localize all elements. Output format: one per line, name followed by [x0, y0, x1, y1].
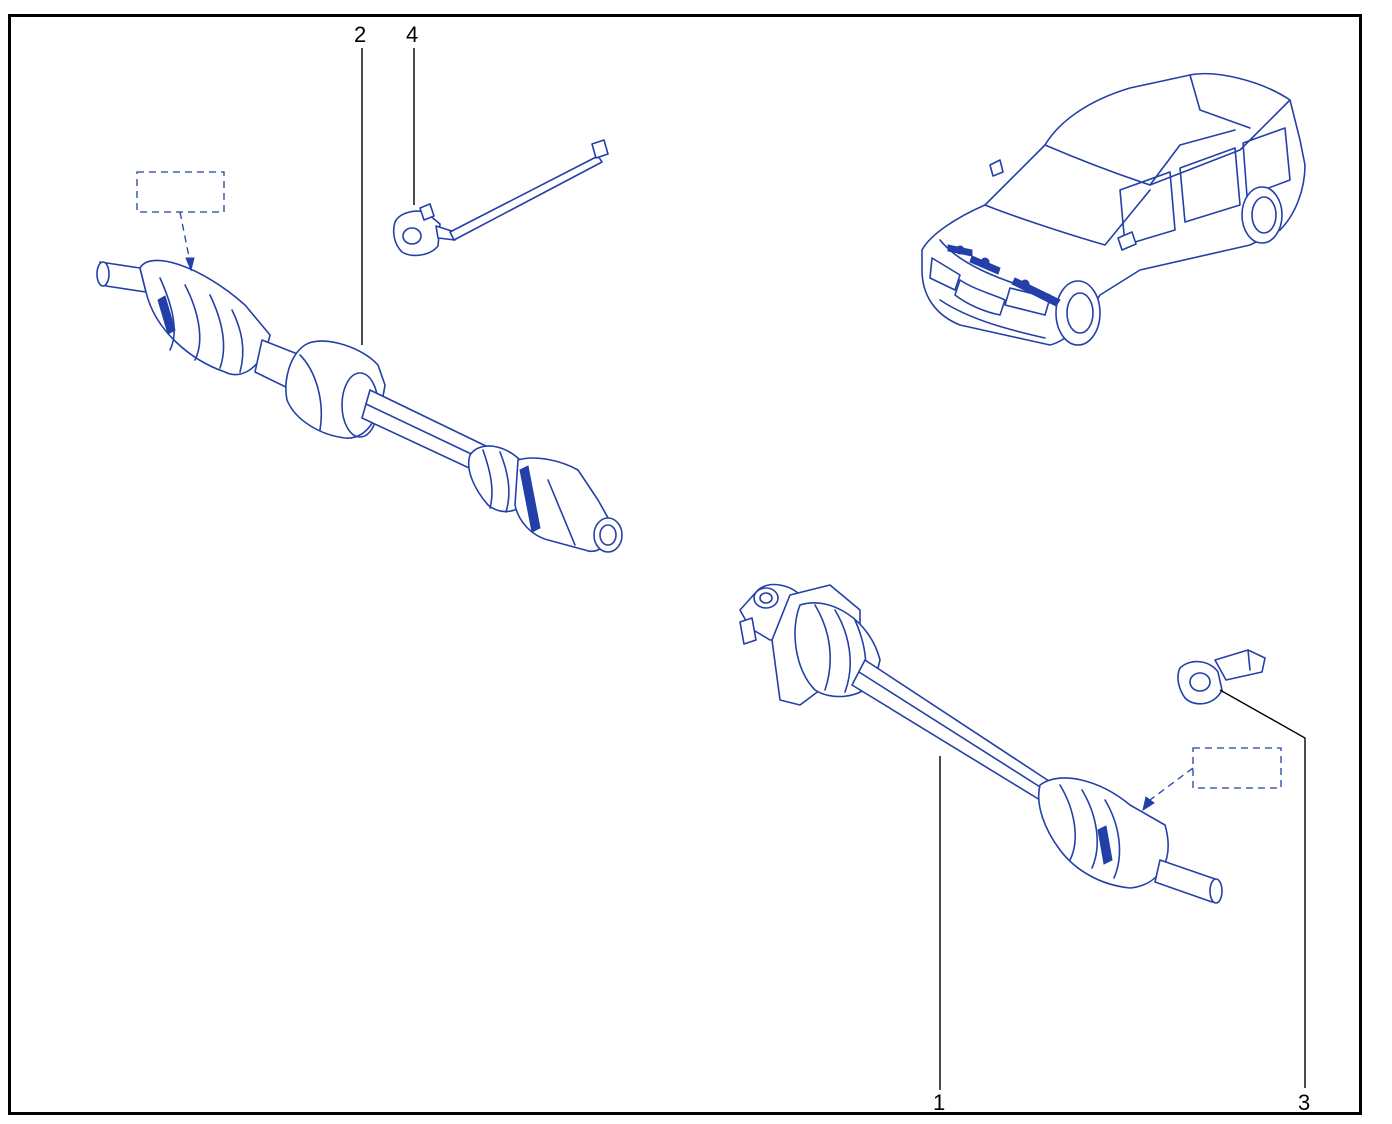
callout-4: 4	[406, 22, 419, 47]
callout-1: 1	[933, 1090, 946, 1115]
clip-part-3	[1177, 649, 1266, 705]
car-illustration	[921, 72, 1306, 346]
bracket-part-4	[392, 139, 609, 257]
right-driveshaft	[739, 583, 1282, 904]
left-driveshaft	[96, 171, 623, 553]
leader-line-3	[1219, 689, 1306, 1088]
callout-3: 3	[1298, 1090, 1311, 1115]
callout-2: 2	[354, 22, 367, 47]
